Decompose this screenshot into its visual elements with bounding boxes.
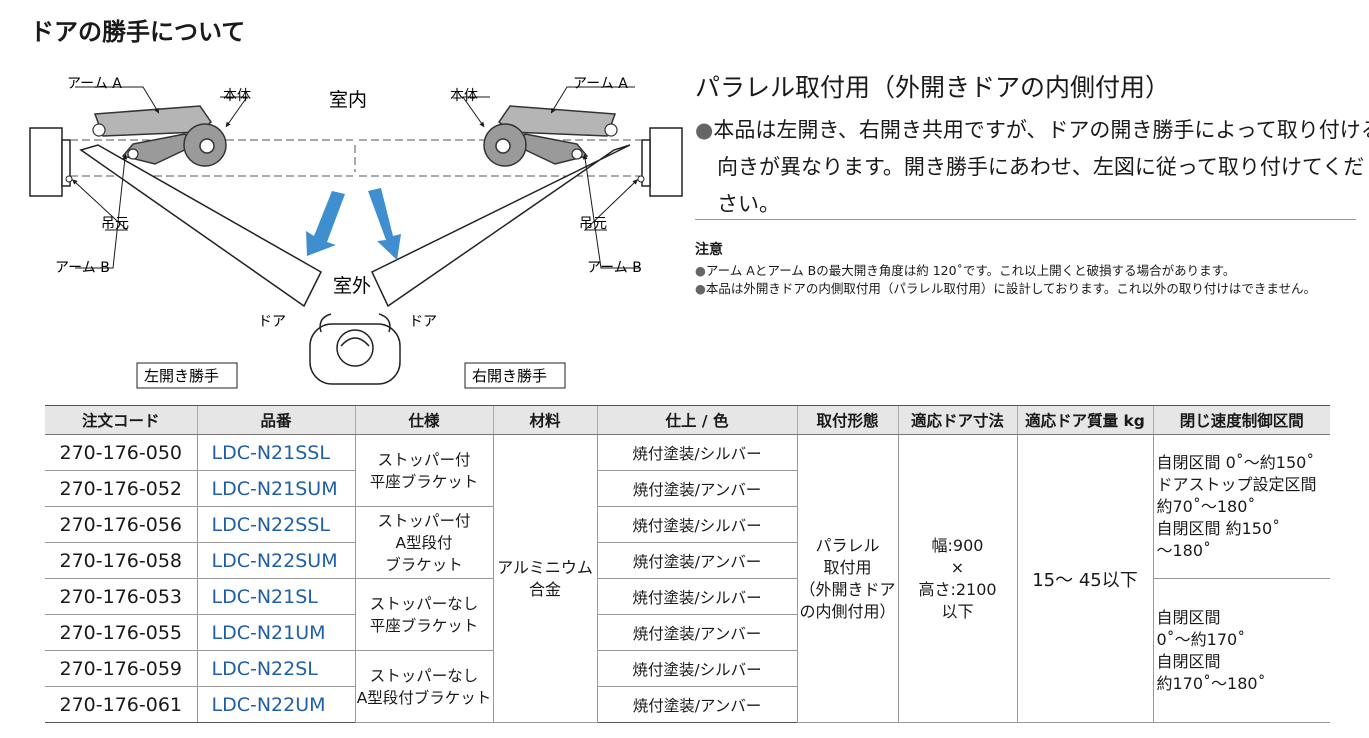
label-body-right: 本体: [450, 88, 478, 104]
spec-cell: ストッパーなし平座ブラケット: [354, 578, 493, 651]
label-indoor: 室内: [329, 89, 367, 111]
part-number-link[interactable]: LDC-N22SSL: [196, 506, 355, 543]
order-code: 270-176-052: [45, 470, 197, 507]
label-door-left: ドア: [258, 314, 286, 330]
notes-heading: 注意: [695, 242, 723, 258]
finish-cell: 焼付塗装/アンバー: [596, 542, 797, 579]
order-code: 270-176-055: [45, 614, 197, 651]
spec-cell: ストッパー付平座ブラケット: [354, 434, 493, 507]
section-body-text: 本品は左開き、右開き共用ですが、ドアの開き勝手によって取り付ける向きが異なります…: [713, 118, 1369, 216]
col-header-mount: 取付形態: [796, 405, 898, 435]
order-code: 270-176-053: [45, 578, 197, 615]
finish-cell: 焼付塗装/シルバー: [596, 578, 797, 615]
notes-list: ●アーム Aとアーム Bの最大開き角度は約 120˚です。これ以上開くと破損する…: [695, 262, 1360, 298]
section-title: パラレル取付用（外開きドアの内側付用）: [695, 73, 1171, 102]
right-open-arrow: [368, 188, 401, 260]
col-header-speed: 閉じ速度制御区間: [1152, 405, 1330, 435]
material-cell: アルミニウム合金: [492, 434, 597, 723]
bullet-icon: ●: [695, 263, 706, 278]
col-header-door-mass: 適応ドア質量 kg: [1016, 405, 1153, 435]
table-row: 270-176-055 LDC-N21UM 焼付塗装/アンバー: [45, 614, 1330, 651]
right-wall: [641, 127, 683, 197]
speed-cell-a: 自閉区間 0˚～約150˚ドアストップ設定区間約70˚～180˚自閉区間 約15…: [1152, 434, 1330, 579]
door-mass-cell: 15～ 45以下: [1016, 434, 1153, 723]
col-header-code: 注文コード: [45, 405, 197, 435]
left-open-arrow: [306, 191, 345, 256]
order-code: 270-176-050: [45, 434, 197, 471]
spec-table: 注文コード 品番 仕様 材料 仕上 / 色 取付形態 適応ドア寸法 適応ドア質量…: [45, 405, 1330, 723]
label-outdoor: 室外: [333, 275, 371, 297]
part-number-link[interactable]: LDC-N21SSL: [196, 434, 355, 471]
section-body: ●本品は左開き、右開き共用ですが、ドアの開き勝手によって取り付ける向きが異なりま…: [695, 112, 1369, 223]
order-code: 270-176-059: [45, 650, 197, 687]
col-header-door-size: 適応ドア寸法: [897, 405, 1017, 435]
door-handing-diagram: アーム A 本体 室内 本体 アーム A 吊元 吊元 アーム B アーム B 室…: [29, 76, 683, 389]
part-number-link[interactable]: LDC-N22SUM: [196, 542, 355, 579]
col-header-material: 材料: [492, 405, 597, 435]
right-door-closer: [483, 105, 618, 167]
person-figure: [309, 313, 401, 385]
table-row: 270-176-052 LDC-N21SUM 焼付塗装/アンバー: [45, 470, 1330, 507]
right-door: [371, 144, 631, 308]
finish-cell: 焼付塗装/アンバー: [596, 470, 797, 507]
col-header-finish: 仕上 / 色: [596, 405, 797, 435]
part-number-link[interactable]: LDC-N21UM: [196, 614, 355, 651]
table-row: 270-176-061 LDC-N22UM 焼付塗装/アンバー: [45, 686, 1330, 723]
note-item: ●アーム Aとアーム Bの最大開き角度は約 120˚です。これ以上開くと破損する…: [695, 263, 1236, 278]
table-header-row: 注文コード 品番 仕様 材料 仕上 / 色 取付形態 適応ドア寸法 適応ドア質量…: [45, 405, 1330, 435]
col-header-part: 品番: [196, 405, 355, 435]
left-door-closer: [92, 105, 227, 167]
mount-cell: パラレル取付用（外開きドアの内側付用）: [796, 434, 898, 723]
table-row: 270-176-053 LDC-N21SL ストッパーなし平座ブラケット 焼付塗…: [45, 578, 1330, 723]
finish-cell: 焼付塗装/シルバー: [596, 650, 797, 687]
label-arm-a-left: アーム A: [67, 76, 122, 92]
bullet-icon: ●: [695, 118, 714, 142]
part-number-link[interactable]: LDC-N21SL: [196, 578, 355, 615]
finish-cell: 焼付塗装/アンバー: [596, 614, 797, 651]
section-divider: [695, 219, 1356, 220]
label-hinge-right: 吊元: [579, 216, 607, 232]
closed-door-line: [70, 139, 642, 177]
finish-cell: 焼付塗装/アンバー: [596, 686, 797, 723]
bullet-icon: ●: [695, 281, 706, 296]
label-hinge-left: 吊元: [101, 216, 129, 232]
label-left-hand: 左開き勝手: [144, 367, 219, 385]
col-header-spec: 仕様: [354, 405, 493, 435]
label-arm-b-right: アーム B: [587, 260, 642, 276]
table-row: 270-176-050 LDC-N21SSL ストッパー付平座ブラケット アルミ…: [45, 434, 1330, 723]
note-item: ●本品は外開きドアの内側取付用（パラレル取付用）に設計しております。これ以外の取…: [695, 281, 1317, 296]
label-arm-b-left: アーム B: [55, 260, 110, 276]
label-body-left: 本体: [223, 88, 251, 104]
order-code: 270-176-061: [45, 686, 197, 723]
label-right-hand: 右開き勝手: [472, 367, 547, 385]
left-door: [79, 144, 322, 308]
table-row: 270-176-058 LDC-N22SUM 焼付塗装/アンバー: [45, 542, 1330, 579]
order-code: 270-176-058: [45, 542, 197, 579]
order-code: 270-176-056: [45, 506, 197, 543]
left-wall: [29, 127, 71, 197]
part-number-link[interactable]: LDC-N22UM: [196, 686, 355, 723]
finish-cell: 焼付塗装/シルバー: [596, 506, 797, 543]
part-number-link[interactable]: LDC-N22SL: [196, 650, 355, 687]
label-arm-a-right: アーム A: [573, 76, 628, 92]
part-number-link[interactable]: LDC-N21SUM: [196, 470, 355, 507]
label-door-right: ドア: [409, 314, 437, 330]
finish-cell: 焼付塗装/シルバー: [596, 434, 797, 471]
page-title: ドアの勝手について: [30, 18, 246, 46]
